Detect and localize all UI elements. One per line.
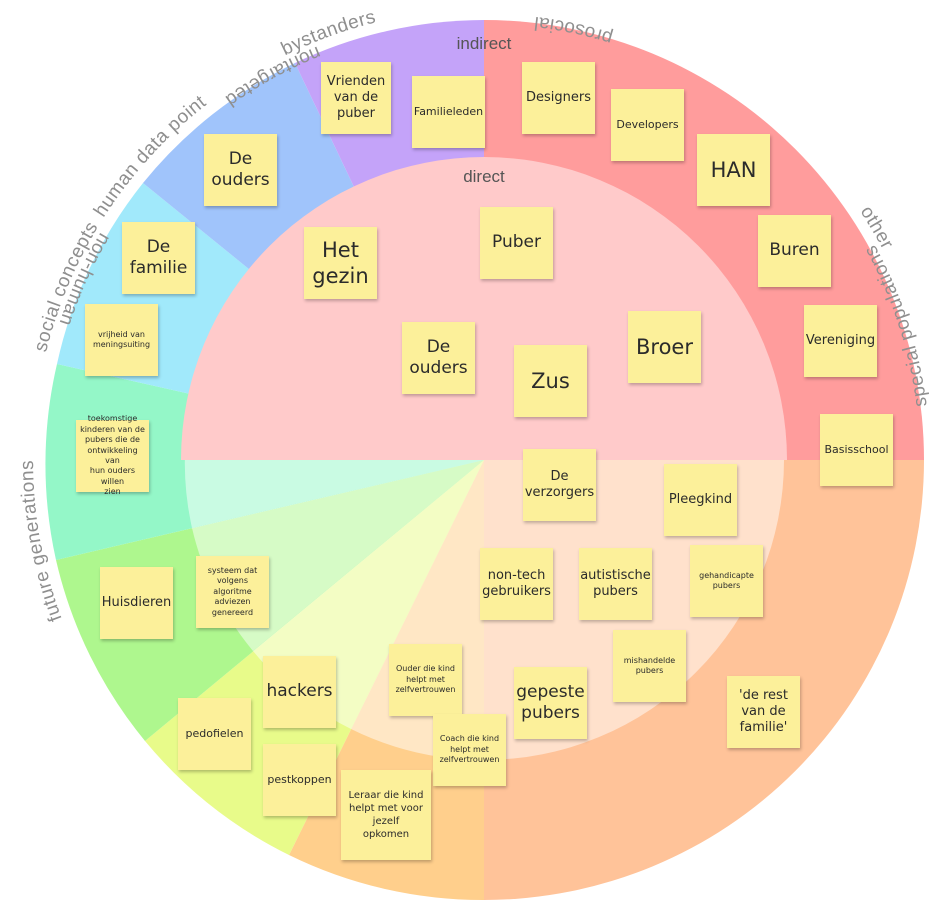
- sticky-note[interactable]: Puber: [480, 207, 553, 279]
- sticky-note[interactable]: De ouders: [402, 322, 475, 394]
- sticky-note[interactable]: toekomstige kinderen van de pubers die d…: [76, 414, 149, 496]
- sticky-note[interactable]: Het gezin: [304, 227, 377, 299]
- sticky-note[interactable]: Leraar die kind helpt met voor jezelf op…: [341, 770, 431, 860]
- label-indirect: indirect: [457, 34, 512, 53]
- sticky-note[interactable]: Developers: [611, 89, 684, 161]
- sticky-note[interactable]: De verzorgers: [523, 449, 596, 521]
- sticky-note[interactable]: Familieleden: [412, 76, 485, 148]
- sticky-note[interactable]: Pleegkind: [664, 464, 737, 536]
- sticky-note[interactable]: Broer: [628, 311, 701, 383]
- sticky-note[interactable]: Coach die kind helpt met zelfvertrouwen: [433, 714, 506, 786]
- sticky-note[interactable]: De familie: [122, 222, 195, 294]
- sticky-note[interactable]: gehandicapte pubers: [690, 545, 763, 617]
- sticky-note[interactable]: hackers: [263, 656, 336, 728]
- sticky-note[interactable]: De ouders: [204, 134, 277, 206]
- sticky-note[interactable]: Buren: [758, 215, 831, 287]
- sticky-note[interactable]: gepeste pubers: [514, 667, 587, 739]
- sticky-note[interactable]: mishandelde pubers: [613, 630, 686, 702]
- sticky-note[interactable]: vrijheid van meningsuiting: [85, 304, 158, 376]
- sticky-note[interactable]: systeem dat volgens algoritme adviezen g…: [196, 556, 269, 628]
- sticky-note[interactable]: 'de rest van de familie': [727, 676, 800, 748]
- sticky-note[interactable]: Designers: [522, 62, 595, 134]
- sticky-note[interactable]: pestkoppen: [263, 744, 336, 816]
- sticky-note[interactable]: Ouder die kind helpt met zelfvertrouwen: [389, 644, 462, 716]
- sticky-note[interactable]: Huisdieren: [100, 567, 173, 639]
- sticky-note[interactable]: Zus: [514, 345, 587, 417]
- sticky-note[interactable]: Basisschool: [820, 414, 893, 486]
- label-direct: direct: [463, 167, 505, 186]
- sticky-note[interactable]: Vereniging: [804, 305, 877, 377]
- sticky-note[interactable]: autistische pubers: [579, 548, 652, 620]
- sticky-note[interactable]: non-tech gebruikers: [480, 548, 553, 620]
- sticky-note[interactable]: pedofielen: [178, 698, 251, 770]
- sticky-note[interactable]: HAN: [697, 134, 770, 206]
- sticky-note[interactable]: Vrienden van de puber: [321, 62, 391, 134]
